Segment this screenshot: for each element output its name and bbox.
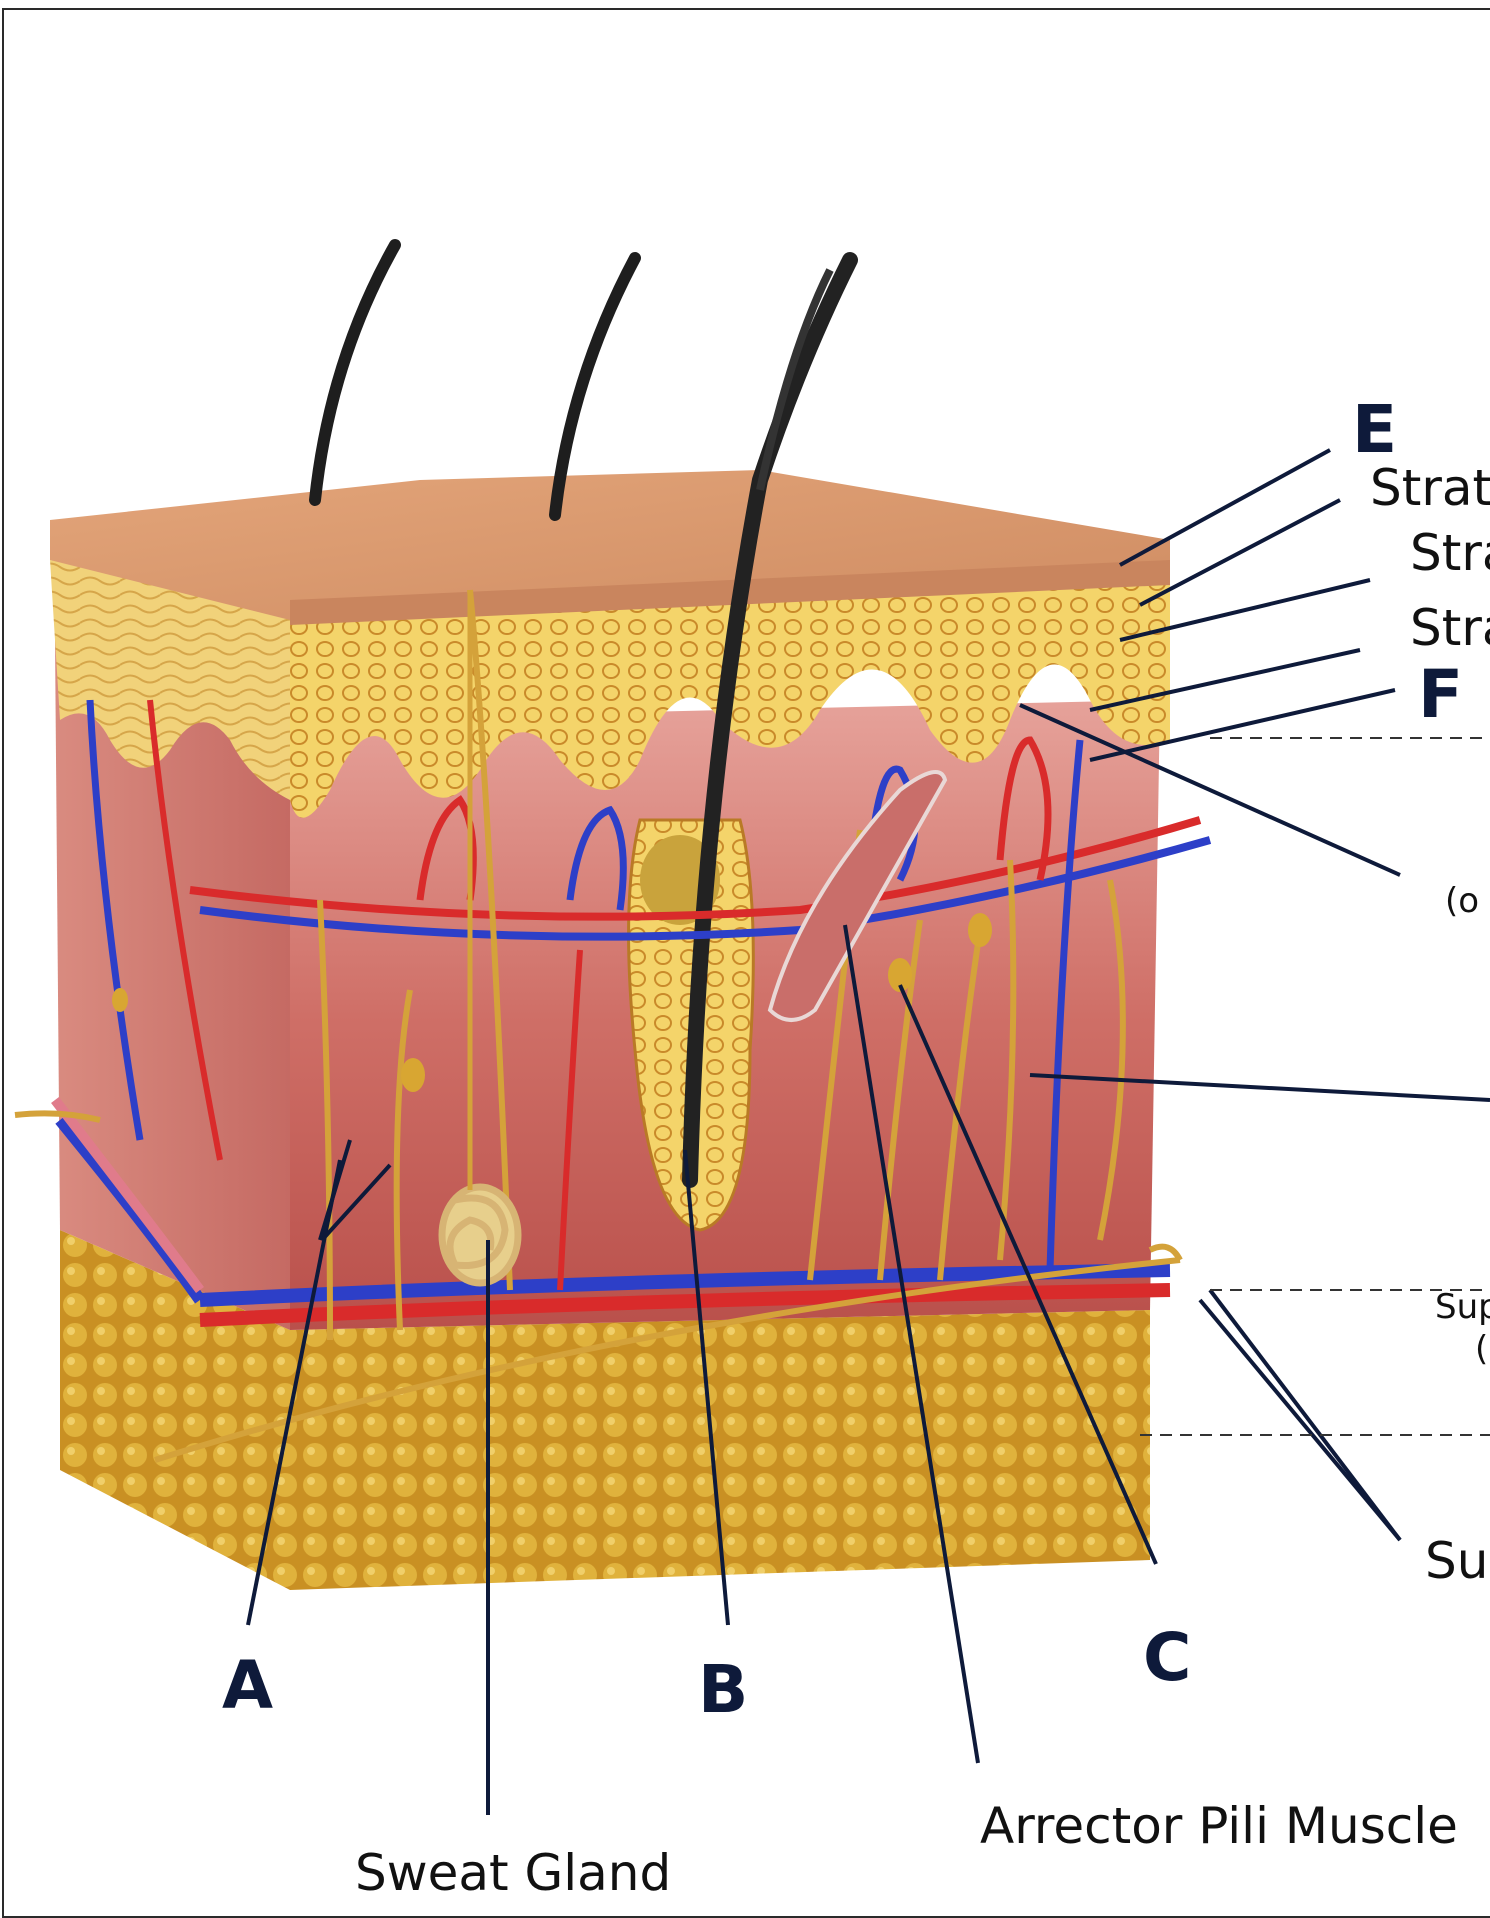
- label-f: F: [1418, 656, 1463, 733]
- label-stratum-3: Stra: [1410, 599, 1490, 657]
- label-a: A: [222, 1647, 273, 1724]
- label-superficial-paren: (: [1475, 1329, 1488, 1369]
- label-subcutaneous: Sul: [1425, 1532, 1490, 1590]
- label-b: B: [698, 1651, 748, 1728]
- label-stratum-1: Strat: [1370, 459, 1490, 517]
- label-stratum-2: Stra: [1410, 524, 1490, 582]
- label-superficial: Sup: [1435, 1287, 1490, 1327]
- label-c: C: [1143, 1619, 1191, 1696]
- label-arrector-pili-muscle: Arrector Pili Muscle: [980, 1797, 1458, 1855]
- label-right-paren: (o: [1445, 881, 1479, 921]
- label-sweat-gland: Sweat Gland: [355, 1844, 671, 1902]
- hair-shafts: [315, 245, 635, 515]
- label-e: E: [1352, 391, 1397, 468]
